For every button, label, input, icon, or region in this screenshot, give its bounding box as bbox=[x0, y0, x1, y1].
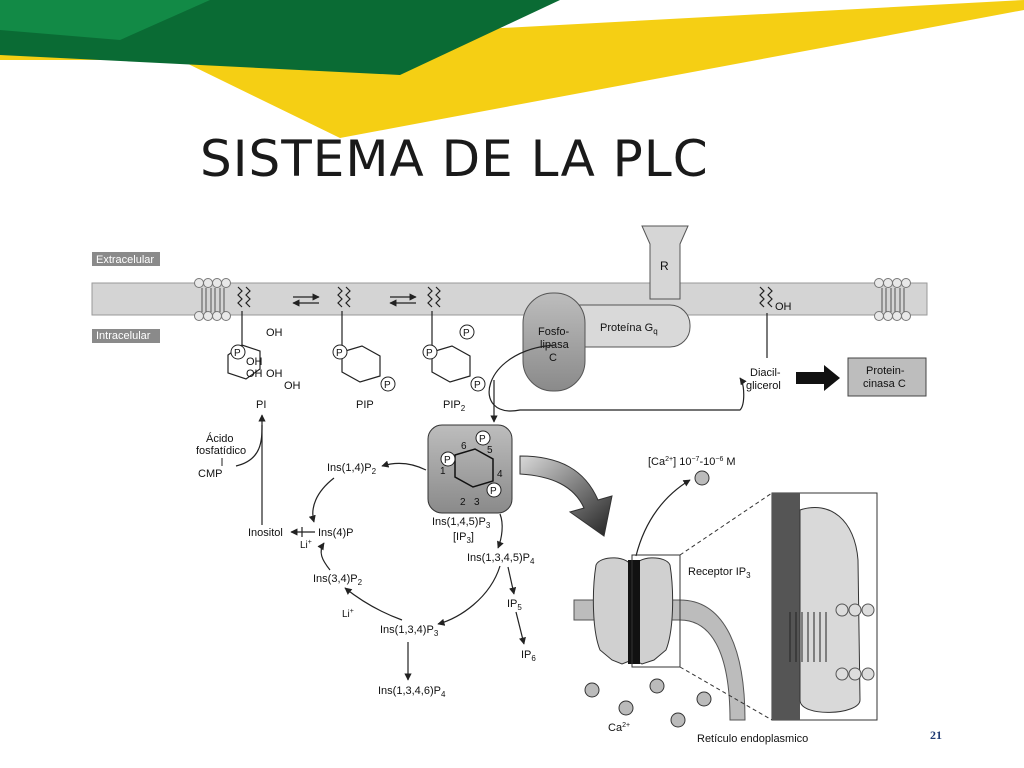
ip3-bracket-label: [IP3] bbox=[453, 531, 474, 545]
ins1345p4-label: Ins(1,3,4,5)P4 bbox=[467, 552, 535, 566]
pip2-phosphate-3 bbox=[470, 376, 486, 392]
pip2-p3-label: P bbox=[474, 380, 481, 391]
ca-ions-lumen bbox=[584, 678, 712, 728]
fosfolipasa-label-1: Fosfo- bbox=[538, 326, 570, 338]
intracelular-tag bbox=[92, 329, 160, 343]
ring-num-3: 3 bbox=[474, 497, 480, 508]
ring-num-1: 1 bbox=[440, 466, 446, 477]
ring-num-4: 4 bbox=[497, 469, 503, 480]
transmembrane-helices bbox=[789, 612, 827, 662]
pip2-p2-label: P bbox=[463, 328, 470, 339]
ins1346p4-label: Ins(1,3,4,6)P4 bbox=[378, 685, 446, 699]
ins134p3-label: Ins(1,3,4)P3 bbox=[380, 624, 439, 638]
receptor-r bbox=[641, 225, 689, 300]
lipid-bilayer-right bbox=[874, 278, 911, 321]
proteincinasa-label-1: Protein- bbox=[866, 365, 905, 377]
ip3-receptor-channel bbox=[592, 557, 633, 665]
channel-pore bbox=[628, 560, 640, 664]
acido-label: Ácido bbox=[206, 432, 234, 445]
reticulo-endoplasmico bbox=[573, 599, 746, 721]
fosfolipasa-c bbox=[522, 292, 586, 392]
pi-oh-5: OH bbox=[284, 380, 301, 392]
pip2-label: PIP2 bbox=[443, 399, 466, 413]
diacilglicerol-label-1: Diacil- bbox=[750, 367, 781, 379]
ca-ion-label: Ca2+ bbox=[608, 722, 630, 734]
ins4p-label: Ins(4)P bbox=[318, 527, 353, 539]
li-label-1: Li+ bbox=[300, 539, 312, 551]
equilibrium-arrows bbox=[292, 293, 417, 307]
ip5-label: IP5 bbox=[507, 598, 522, 612]
slide-number: 21 bbox=[930, 728, 942, 742]
receptor-zoom-body bbox=[799, 506, 861, 713]
dag-to-pkc-arrow bbox=[796, 365, 840, 391]
extracelular-label: Extracelular bbox=[96, 254, 154, 266]
ring-num-5: 5 bbox=[487, 445, 493, 456]
li-label-2: Li+ bbox=[342, 608, 354, 620]
pip-phosphate-2 bbox=[380, 376, 396, 392]
pi-oh-1: OH bbox=[266, 327, 283, 339]
lipid-tails bbox=[237, 286, 773, 346]
ring-num-6: 6 bbox=[461, 441, 467, 452]
fosfatidico-label: fosfatídico bbox=[196, 445, 246, 457]
pip-label: PIP bbox=[356, 399, 374, 411]
ip3-phosphate-2 bbox=[475, 430, 491, 446]
ip6-label: IP6 bbox=[521, 649, 536, 663]
banner-green-light bbox=[0, 0, 210, 40]
pip2-p1-label: P bbox=[426, 348, 433, 359]
proteina-gq-label: Proteína Gq bbox=[600, 322, 658, 336]
ip3-to-receptor-arrow bbox=[519, 455, 613, 537]
receptor-ip3-label: Receptor IP3 bbox=[688, 566, 751, 580]
pip-p2-label: P bbox=[384, 380, 391, 391]
pi-phosphate bbox=[230, 344, 246, 360]
receptor-r-label: R bbox=[660, 259, 669, 273]
ins14p2-label: Ins(1,4)P2 bbox=[327, 462, 377, 476]
cycle-arrows bbox=[308, 460, 526, 681]
cell-membrane bbox=[91, 282, 928, 316]
ca-concentration-label: [Ca2+] 10−7-10−6 M bbox=[648, 456, 736, 468]
extracelular-tag bbox=[92, 252, 160, 266]
ip3-p2-label: P bbox=[479, 434, 486, 445]
pi-label: PI bbox=[256, 399, 266, 411]
oh-dag-label: OH bbox=[775, 301, 792, 313]
pi-phosphate-label: P bbox=[234, 348, 241, 359]
header-banner bbox=[0, 0, 1024, 138]
proteincinasa-c-box bbox=[847, 357, 927, 397]
pip2-phosphate-2 bbox=[459, 324, 475, 340]
slide-title: SISTEMA DE LA PLC bbox=[200, 130, 709, 188]
ip3-p1-label: P bbox=[444, 455, 451, 466]
proteincinasa-label-2: cinasa C bbox=[863, 378, 906, 390]
ip3-p3-label: P bbox=[490, 486, 497, 497]
reticulo-label: Retículo endoplasmico bbox=[697, 733, 808, 745]
ca-ion-top bbox=[694, 470, 710, 486]
ring-num-2: 2 bbox=[460, 497, 466, 508]
lipid-bilayer-left bbox=[194, 278, 231, 321]
ip3-ring bbox=[454, 448, 494, 488]
ins34p2-label: Ins(3,4)P2 bbox=[313, 573, 363, 587]
ip3-phosphate-1 bbox=[440, 451, 456, 467]
pip-p1-label: P bbox=[336, 348, 343, 359]
pi-oh-3: OH bbox=[246, 368, 263, 380]
fosfolipasa-label-3: C bbox=[549, 352, 557, 364]
inositol-label: Inositol bbox=[248, 527, 283, 539]
diacilglicerol-label-2: glicerol bbox=[746, 380, 781, 392]
pi-oh-2: OH bbox=[246, 356, 263, 368]
zoom-lipids bbox=[835, 603, 875, 681]
cmp-label: CMP bbox=[198, 468, 222, 480]
ip3-phosphate-3 bbox=[486, 482, 502, 498]
plc-dag-curve bbox=[488, 344, 747, 412]
pip-phosphate-1 bbox=[332, 344, 348, 360]
pip-ring bbox=[341, 345, 381, 383]
intracelular-label: Intracelular bbox=[96, 330, 151, 342]
pi-oh-4: OH bbox=[266, 368, 283, 380]
receptor-zoom-box bbox=[631, 554, 681, 668]
pi-ring bbox=[227, 344, 261, 380]
pip2-phosphate-1 bbox=[422, 344, 438, 360]
ins145p3-label: Ins(1,4,5)P3 bbox=[432, 516, 491, 530]
banner-yellow-band bbox=[0, 0, 1024, 138]
pip2-ring bbox=[431, 345, 471, 383]
